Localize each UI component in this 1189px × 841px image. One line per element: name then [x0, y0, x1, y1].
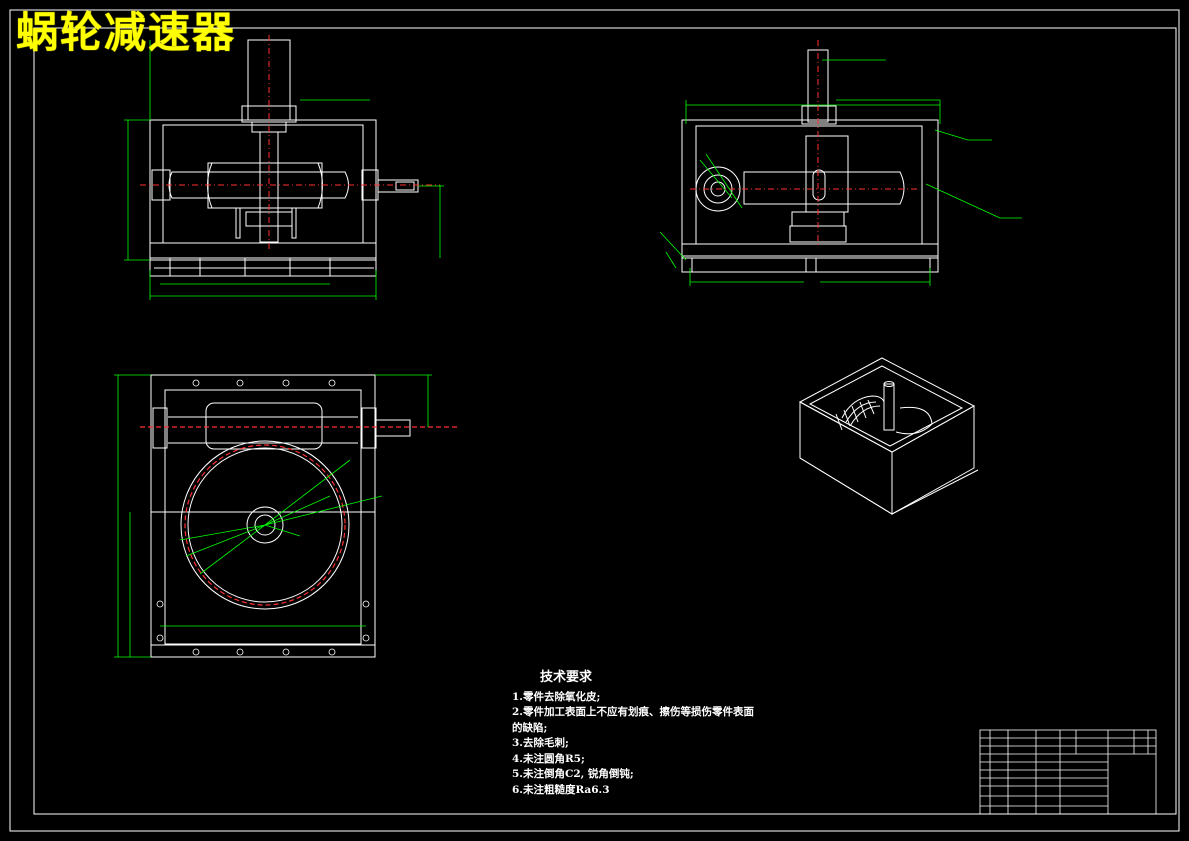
- tech-item: 2.零件加工表面上不应有划痕、擦伤等损伤零件表面: [512, 706, 754, 718]
- tech-item: 6.未注粗糙度Ra6.3: [512, 783, 610, 796]
- tech-heading: 技术要求: [540, 670, 593, 685]
- technical-requirements: 技术要求 1.零件去除氧化皮; 2.零件加工表面上不应有划痕、擦伤等损伤零件表面…: [512, 670, 754, 798]
- tech-item: 3.去除毛刺;: [512, 737, 569, 749]
- title-block: [979, 729, 1157, 815]
- drawing-frame: [9, 9, 1180, 832]
- tech-item: 的缺陷;: [512, 721, 548, 734]
- tech-item: 4.未注圆角R5;: [512, 752, 585, 765]
- tech-item: 1.零件去除氧化皮;: [512, 690, 601, 703]
- tech-item: 5.未注倒角C2, 锐角倒钝;: [512, 768, 634, 780]
- bolt-holes: [156, 379, 370, 656]
- top-view: [114, 374, 460, 658]
- isometric-view: [798, 357, 979, 515]
- drawing-title: 蜗轮减速器: [16, 8, 237, 57]
- side-view: [659, 40, 1022, 286]
- front-view: [124, 35, 444, 300]
